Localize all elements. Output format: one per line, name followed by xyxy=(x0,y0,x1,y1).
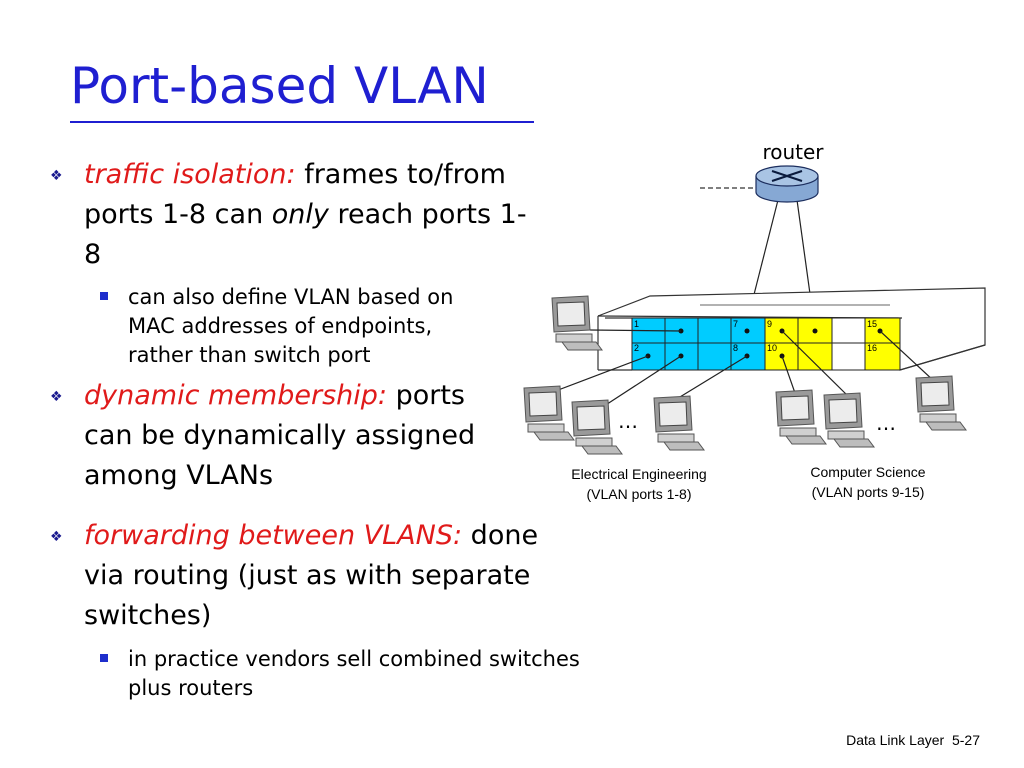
sub-bullet-text: in practice vendors sell combined switch… xyxy=(128,647,580,700)
bullet-forwarding: ❖ forwarding between VLANS: done via rou… xyxy=(50,516,560,636)
bullet-text: ports can be dynamically assigned among … xyxy=(84,380,476,491)
port-connector-dot xyxy=(812,328,818,334)
bullet-emphasis: only xyxy=(271,199,329,230)
page-number: 5-27 xyxy=(951,732,980,748)
footer-text: Data Link Layer xyxy=(846,732,945,748)
title-underline xyxy=(70,121,534,123)
router-label: router xyxy=(762,140,824,164)
sub-bullet-text: can also define VLAN based on MAC addres… xyxy=(128,285,454,367)
slide-title: Port-based VLAN xyxy=(70,57,489,115)
port-connector-dot xyxy=(744,328,750,334)
bullet-lead: forwarding between VLANS: xyxy=(84,520,463,551)
computer-icon xyxy=(775,389,827,445)
bullet-lead: dynamic membership: xyxy=(84,380,387,411)
bullet-traffic-isolation: ❖ traffic isolation: frames to/from port… xyxy=(50,155,530,275)
bullet-lead: traffic isolation: xyxy=(84,159,296,190)
cs-caption-line1: Computer Science xyxy=(810,464,925,480)
sub-bullet-mac: can also define VLAN based on MAC addres… xyxy=(100,283,500,370)
square-bullet-icon xyxy=(100,654,108,662)
ellipsis-cs: … xyxy=(876,411,896,435)
port-label: 7 xyxy=(733,319,738,329)
port-label: 16 xyxy=(867,343,877,353)
host-cables xyxy=(544,329,936,411)
bullet-diamond-icon: ❖ xyxy=(50,168,63,184)
computer-icon xyxy=(523,385,575,441)
port-label: 1 xyxy=(634,319,639,329)
bullet-diamond-icon: ❖ xyxy=(50,529,63,545)
bullet-text-continued: reach ports 1-8 xyxy=(84,199,527,270)
router xyxy=(755,165,819,203)
computer-icon xyxy=(571,399,623,455)
vlan-switch-diagram: 1 7 9 15 2 8 10 16 xyxy=(523,140,986,502)
slide-footer: Data Link Layer 5-27 xyxy=(846,732,980,748)
bullet-diamond-icon: ❖ xyxy=(50,389,63,405)
port-label: 15 xyxy=(867,319,877,329)
port-label: 8 xyxy=(733,343,738,353)
bullet-text: frames to/from ports 1-8 can xyxy=(84,159,506,230)
sub-bullet-vendors: in practice vendors sell combined switch… xyxy=(100,645,580,703)
square-bullet-icon xyxy=(100,292,108,300)
computer-icon xyxy=(915,375,967,431)
cs-caption-line2: (VLAN ports 9-15) xyxy=(812,484,925,500)
computer-icon xyxy=(823,392,875,448)
bullet-dynamic-membership: ❖ dynamic membership: ports can be dynam… xyxy=(50,376,490,496)
ee-caption-line2: (VLAN ports 1-8) xyxy=(586,486,691,502)
unused-ports-block xyxy=(832,318,865,370)
port-label: 2 xyxy=(634,343,639,353)
port-label: 9 xyxy=(767,319,772,329)
computer-icon xyxy=(551,295,603,351)
port-panel: 1 7 9 15 2 8 10 16 xyxy=(631,317,901,371)
ellipsis-ee: … xyxy=(618,409,638,433)
port-label: 10 xyxy=(767,343,777,353)
ee-caption-line1: Electrical Engineering xyxy=(571,466,706,482)
computer-icon xyxy=(653,395,705,451)
router-arrows-icon xyxy=(771,170,803,182)
bullet-text: done via routing (just as with separate … xyxy=(84,520,539,631)
